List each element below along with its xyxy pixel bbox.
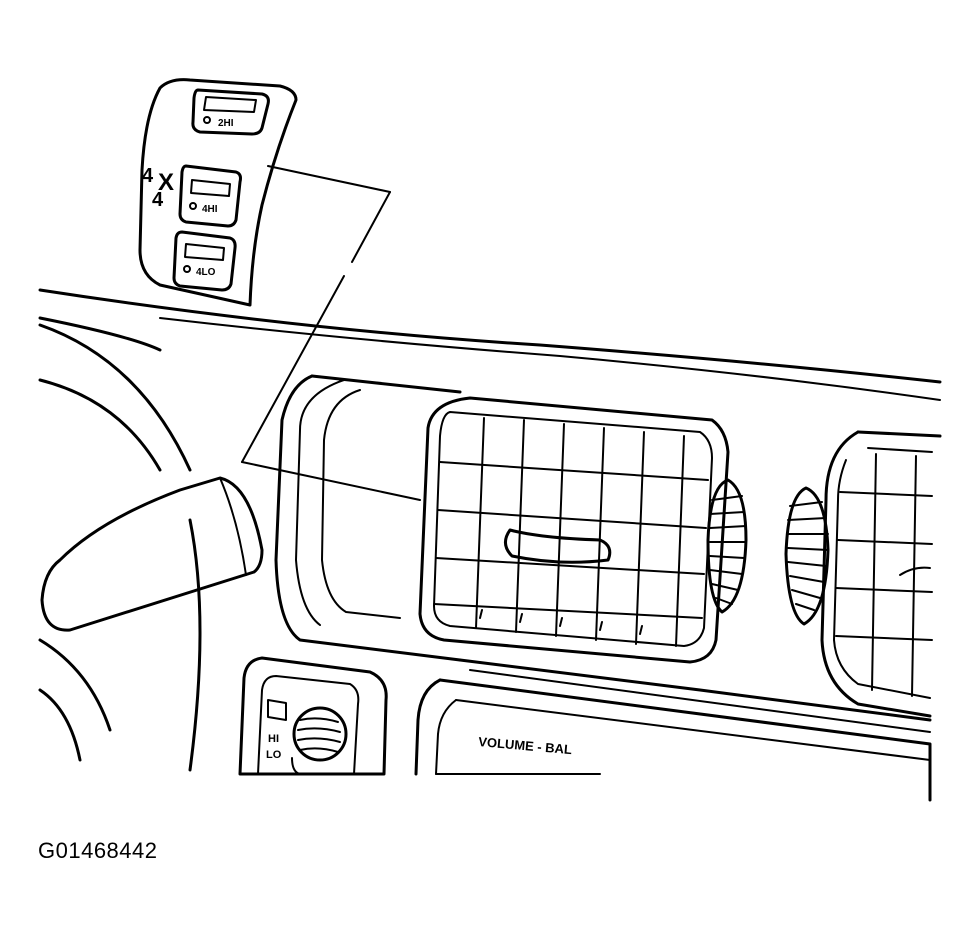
figure-id: G01468442 (38, 838, 158, 863)
headlamp-knob[interactable] (292, 706, 348, 762)
switch-panel-inset: 2HI 4HI 4LO 4 X 4 (138, 78, 298, 307)
4x4-emblem: 4 X 4 (142, 165, 174, 211)
callout-leader (241, 165, 421, 501)
radio-unit: VOLUME - BAL (414, 678, 932, 802)
hi-label: HI (268, 733, 279, 745)
dash-top-edge (38, 288, 942, 401)
air-vent-left[interactable] (418, 396, 748, 664)
2hi-button[interactable]: 2HI (191, 88, 270, 136)
air-vent-right[interactable] (784, 430, 942, 718)
2hi-label: 2HI (218, 118, 234, 129)
steering-wheel (38, 323, 202, 772)
4x4-x: X (158, 169, 174, 196)
4lo-button[interactable]: 4LO (172, 230, 237, 292)
vent-housing-left (274, 374, 462, 662)
4hi-button[interactable]: 4HI (178, 164, 242, 228)
4lo-label: 4LO (196, 267, 216, 278)
turn-signal-stalk (40, 476, 264, 632)
vent-detail (479, 609, 643, 635)
volume-bal-label: VOLUME - BAL (478, 734, 573, 757)
4x4-top: 4 (142, 165, 154, 187)
lo-label: LO (266, 749, 282, 761)
4hi-label: 4HI (202, 204, 218, 215)
4x4-bottom: 4 (152, 189, 164, 211)
headlamp-switch[interactable]: HI LO (238, 656, 388, 776)
lower-dash-edge (458, 658, 932, 733)
